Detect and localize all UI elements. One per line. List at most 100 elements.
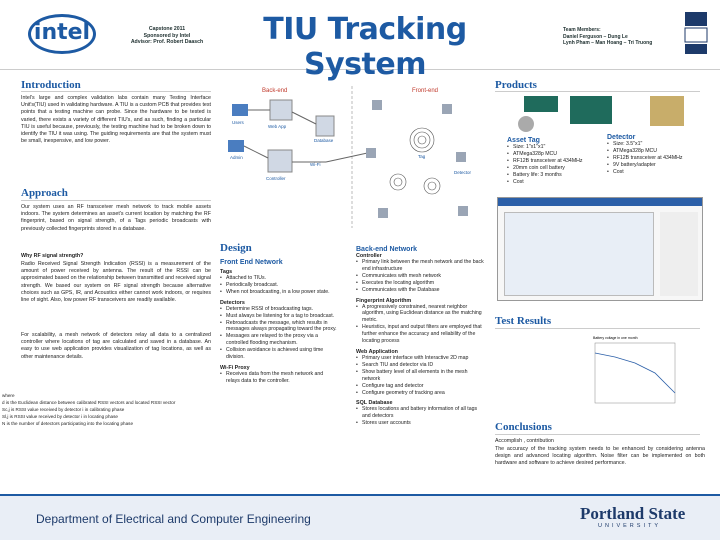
webapp-label: Web App: [268, 124, 287, 129]
list-item: Search TIU and detector via ID: [356, 362, 484, 369]
poster-header: [0, 0, 720, 70]
divider: [495, 328, 700, 329]
sponsor-label: Sponsored by Intel: [143, 32, 191, 39]
web-list: Primary user interface with Interactive …: [356, 355, 484, 396]
tags-heading: Tags: [220, 269, 233, 275]
detector-icon: [372, 100, 382, 110]
conclusions-heading: Conclusions: [495, 421, 552, 433]
list-item: Primary user interface with Interactive …: [356, 355, 484, 362]
list-item: 9V battery/adapter: [607, 162, 707, 169]
sponsor-block: Capstone 2011 Sponsored by Intel Advisor…: [112, 26, 222, 46]
detector-icon: [458, 206, 468, 216]
list-item: Messages are relayed to the proxy via a …: [220, 333, 338, 347]
intel-logo: intel: [28, 14, 96, 54]
controller-heading: Controller: [356, 253, 382, 259]
asset-list: Size: 1"x1"x1"ATMega328p MCURF12B transc…: [507, 144, 603, 185]
list-item: Configure geometry of tracking area: [356, 390, 484, 397]
detector-board-2: [650, 96, 684, 126]
list-item: 20mm coin cell battery: [507, 165, 603, 172]
intro-body: Intel's large and complex validation lab…: [21, 95, 211, 145]
psu-university: UNIVERSITY: [598, 523, 662, 529]
products-heading: Products: [495, 79, 537, 91]
battery-line: [594, 352, 676, 394]
controller-list: Primary link between the mesh network an…: [356, 259, 484, 294]
tag-label: Tag: [418, 154, 426, 159]
detector-icon: [456, 152, 466, 162]
note-4: N is the number of detectors participati…: [2, 421, 133, 426]
where-label: where: [2, 393, 15, 398]
detector-label: Detector: [454, 170, 472, 175]
psu-mark-icon: [684, 12, 708, 54]
asset-tag-block: Asset Tag Size: 1"x1"x1"ATMega328p MCURF…: [507, 137, 603, 185]
database-label: Database: [314, 138, 334, 143]
note-3: Sl,j is RSSI value received by detector …: [2, 414, 118, 419]
backend-content: Back-end Network Controller Primary link…: [356, 246, 484, 427]
sql-heading: SQL Database: [356, 400, 393, 407]
asset-tag-board: [524, 96, 558, 112]
note-2: Sc,j is RSSI value received by detector …: [2, 407, 125, 412]
list-item: Collision avoidance is achieved using ti…: [220, 347, 338, 361]
web-heading: Web Application: [356, 348, 398, 355]
list-item: RF12B transceiver at 434MHz: [507, 158, 603, 165]
detector-icon: [366, 148, 376, 158]
coin-cell-battery: [518, 116, 534, 132]
design-content: Tags Attached to TIUs.Periodically broad…: [220, 269, 338, 385]
formula-notes: where d is the Euclidean distance betwee…: [2, 392, 217, 427]
users-label: Users: [232, 120, 245, 125]
list-item: ATMega328p MCU: [507, 151, 603, 158]
webapp-icon: [269, 99, 293, 121]
admin-label: Admin: [230, 155, 243, 160]
department-label: Department of Electrical and Computer En…: [36, 512, 311, 526]
list-item: When not broadcasting, in a low power st…: [220, 289, 338, 296]
note-1: d is the Euclidean distance between cali…: [2, 400, 176, 405]
fp-heading: Fingerprint Algorithm: [356, 297, 412, 304]
list-item: Size: 1"x1"x1": [507, 144, 603, 151]
tag-signal-icon: [389, 127, 441, 195]
divider: [21, 200, 211, 201]
frontend-label: Front-end: [412, 88, 438, 94]
poster-footer: [0, 494, 720, 540]
why-rf-label: Why RF signal strength?: [21, 253, 84, 259]
detector-board: [570, 96, 612, 124]
list-item: Configure tag and detector: [356, 383, 484, 390]
product-photos: [518, 96, 684, 132]
team-block: Team Members: Daniel Ferguson – Dung Le …: [563, 27, 673, 47]
admin-icon: [228, 140, 244, 152]
list-item: Must always be listening for a tag to br…: [220, 313, 338, 320]
team-line-2: Lynh Pham – Man Hoang – Tri Truong: [563, 40, 653, 46]
list-item: Heuristics, input and output filters are…: [356, 324, 484, 345]
fe-heading: Front End Network: [220, 259, 283, 266]
list-item: Executes the locating algorithm: [356, 280, 484, 287]
detector-icon: [378, 208, 388, 218]
team-line-1: Daniel Ferguson – Dung Le: [563, 33, 628, 40]
database-icon: [315, 115, 335, 137]
list-item: Battery life: 3 months: [507, 172, 603, 179]
divider: [495, 434, 700, 435]
list-item: Receives data from the mesh network and …: [220, 371, 338, 385]
sql-list: Stores locations and battery information…: [356, 406, 484, 427]
poster-title: TIU Tracking System: [263, 12, 467, 82]
chart-title: Battery voltage in one month: [593, 336, 638, 340]
list-item: Communicates with mesh network: [356, 273, 484, 280]
controller-label: Controller: [266, 176, 286, 181]
list-item: RF12B transceiver at 434MHz: [607, 155, 707, 162]
detector-icon: [442, 104, 452, 114]
fp-list: A progressively constrained, nearest nei…: [356, 304, 484, 345]
conclusions-line1: Accomplish , contribution: [495, 438, 554, 444]
team-label: Team Members:: [563, 27, 601, 33]
list-item: Rebroadcasts the message, which results …: [220, 320, 338, 334]
detector-heading: Detector: [607, 134, 636, 141]
battery-chart: Battery voltage in one month: [593, 336, 676, 404]
backend-heading: Back-end Network: [356, 246, 418, 253]
list-item: ATMega328p MCU: [607, 148, 707, 155]
list-item: Size: 3.5"x1": [607, 141, 707, 148]
list-item: A progressively constrained, nearest nei…: [356, 304, 484, 325]
backend-label: Back-end: [262, 88, 287, 94]
approach-heading: Approach: [21, 187, 68, 199]
system-diagram: Back-end Front-end Users Web App Databas…: [228, 86, 472, 228]
list-item: Stores user accounts: [356, 420, 484, 427]
list-item: Determine RSSI of broadcasting tags.: [220, 306, 338, 313]
psu-logo: Portland State UNIVERSITY: [580, 505, 685, 530]
detectors-heading: Detectors: [220, 299, 245, 306]
controller-icon: [267, 149, 293, 173]
